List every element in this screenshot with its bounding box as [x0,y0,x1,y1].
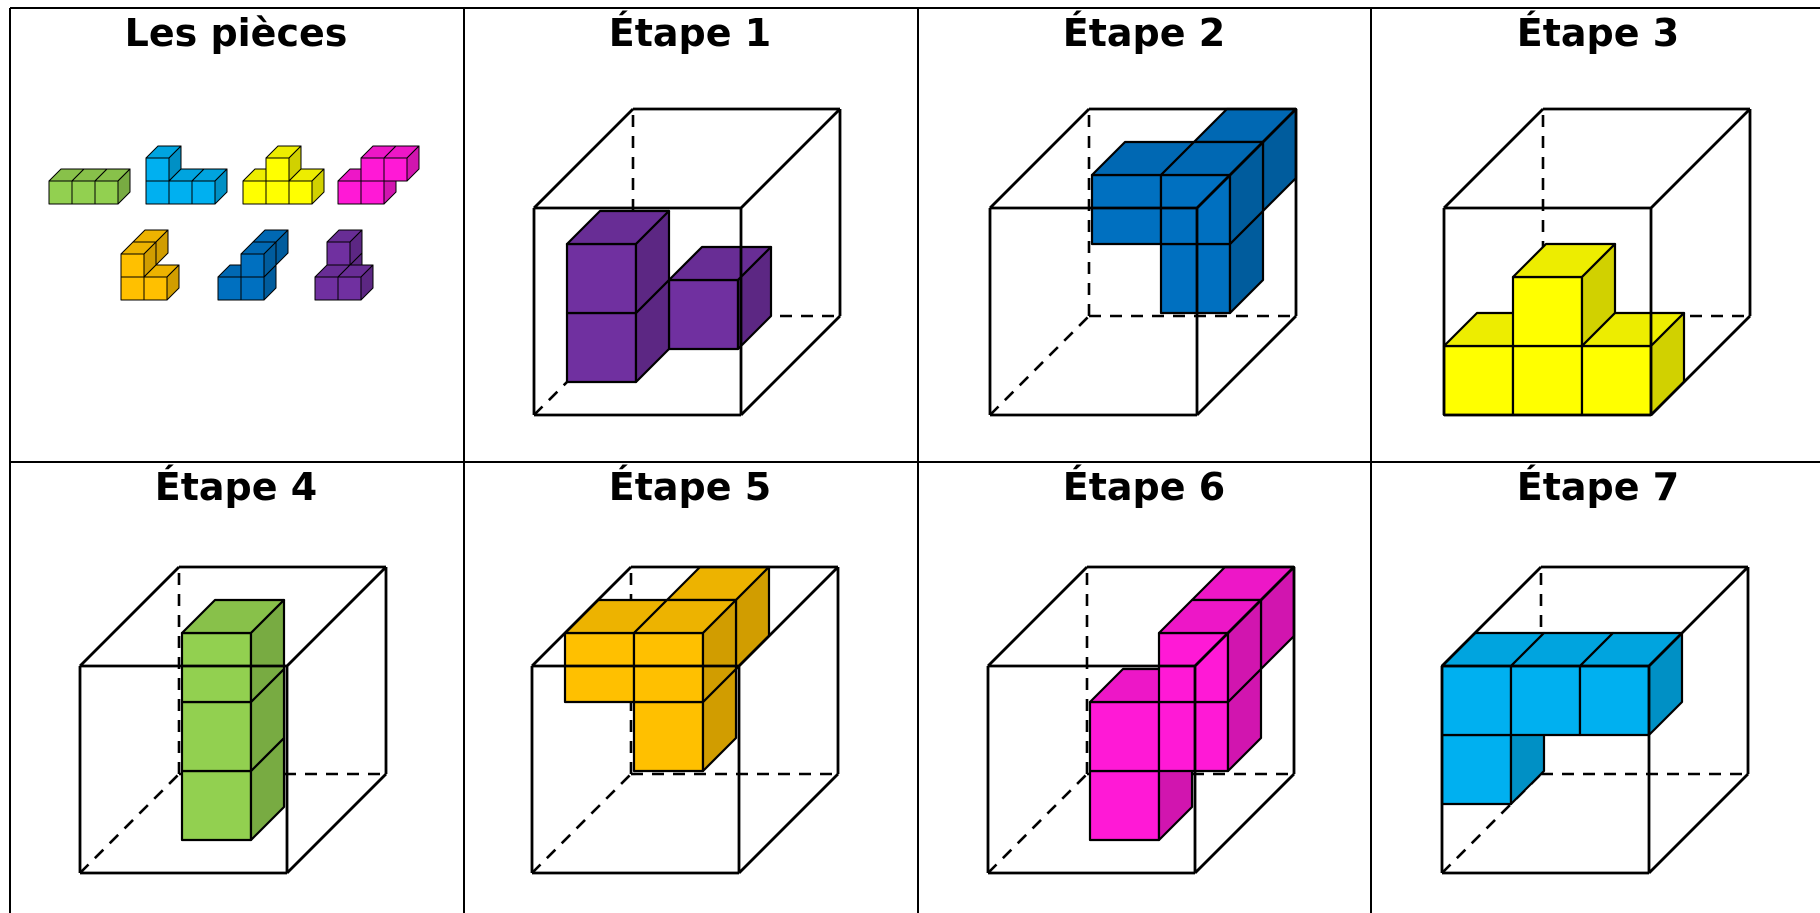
step-illustrations [78,107,1752,875]
unit-cube [337,264,374,301]
cube-frame-hidden-edges [989,109,1296,416]
unit-cube [360,145,397,182]
cell-title-step-4: Étape 4 [155,465,317,509]
purple-piece [314,229,374,301]
cell-title-step-3: Étape 3 [1517,11,1679,55]
cyan-piece [145,145,228,205]
cell-title-step-2: Étape 2 [1063,11,1225,55]
cell-title-step-6: Étape 6 [1063,465,1225,509]
step-3-illustration [1442,107,1752,417]
unit-cube [191,168,228,205]
unit-cube [667,245,773,351]
unit-cube [1511,242,1617,348]
cube-frame-edges [532,107,842,417]
cube-frame-edges [530,565,840,875]
unit-cube [180,598,286,704]
cube-frame-hidden-edges [79,567,386,874]
cell-title-pieces: Les pièces [125,11,348,55]
unit-cube [145,145,182,182]
unit-cube [240,241,277,278]
unit-cube [326,229,363,266]
orange-piece [120,229,180,301]
unit-cube [94,168,131,205]
table-borders [9,7,1820,913]
yellow-piece [242,145,325,205]
cell-title-step-5: Étape 5 [609,465,771,509]
unit-cube [383,145,420,182]
cube-frame-edges [1442,107,1752,417]
step-1-illustration [532,107,842,417]
cube-frame-edges [1440,565,1750,875]
step-2-illustration [988,107,1298,417]
step-5-illustration [530,565,840,875]
step-7-illustration [1440,565,1750,875]
cell-title-step-7: Étape 7 [1517,465,1679,509]
magenta-piece [337,145,420,205]
unit-cube [145,180,170,205]
cube-frame-hidden-edges [987,567,1294,874]
cube-frame-edges [988,107,1298,417]
cube-frame-edges [986,565,1296,875]
unit-cube [143,264,180,301]
blue-piece [217,229,289,301]
green-piece [48,168,131,205]
unit-cube [1511,344,1584,417]
pieces-overview [48,145,420,301]
step-4-illustration [78,565,388,875]
unit-cube [565,209,671,315]
unit-cube [120,276,145,301]
unit-cube [288,168,325,205]
step-6-illustration [986,565,1296,875]
unit-cube [1157,667,1263,773]
unit-cube [168,168,205,205]
unit-cube [632,598,738,704]
cell-title-step-1: Étape 1 [609,11,771,55]
unit-cube [265,180,290,205]
unit-cube [252,229,289,266]
unit-cube [120,241,157,278]
cube-frame-edges [78,565,388,875]
